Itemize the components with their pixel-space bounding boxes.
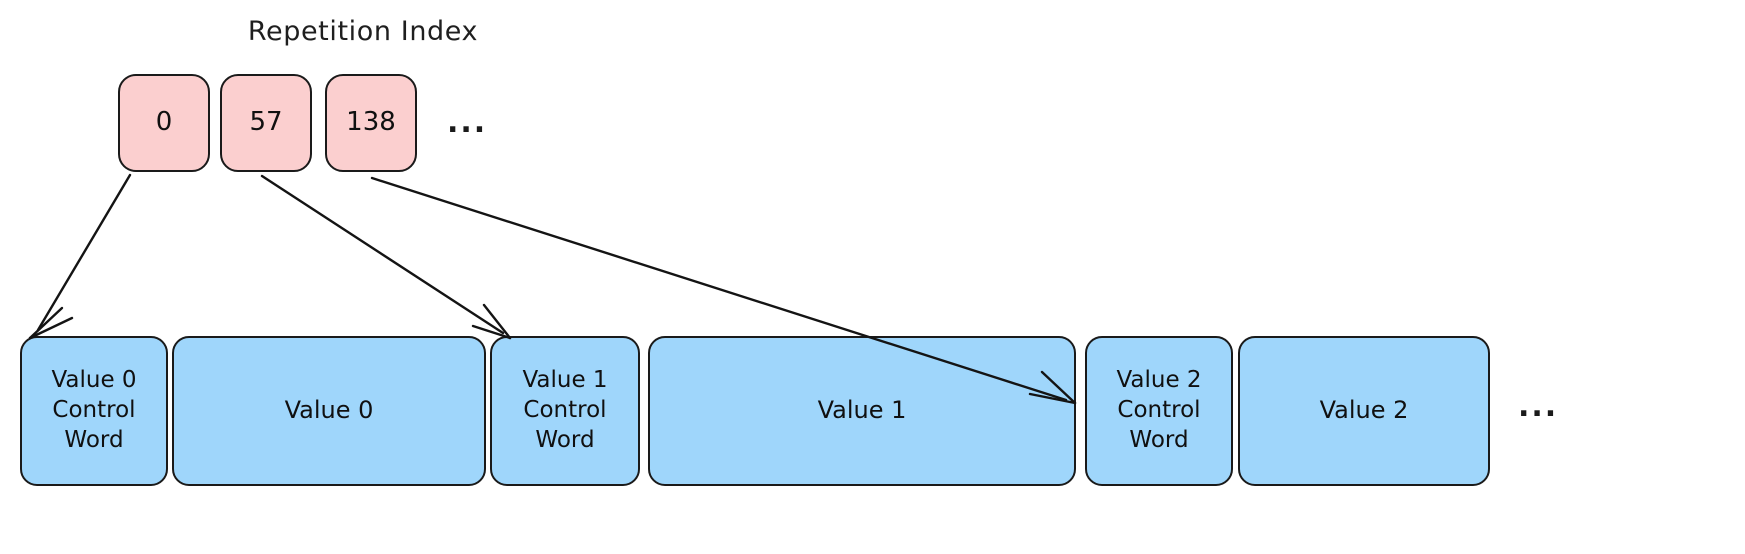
- arrow-index57-to-value1-control-word: [260, 174, 512, 340]
- value-0-box[interactable]: Value 0: [172, 336, 486, 486]
- index-box-2[interactable]: 138: [325, 74, 417, 172]
- index-box-0[interactable]: 0: [118, 74, 210, 172]
- index-row-ellipsis: ...: [447, 105, 488, 140]
- value-1-box[interactable]: Value 1: [648, 336, 1076, 486]
- index-box-1[interactable]: 57: [220, 74, 312, 172]
- arrow-index0-to-value0-control-word: [28, 173, 132, 340]
- value-row-ellipsis: ...: [1518, 389, 1559, 424]
- page-title: Repetition Index: [247, 16, 479, 47]
- value-2-box[interactable]: Value 2: [1238, 336, 1490, 486]
